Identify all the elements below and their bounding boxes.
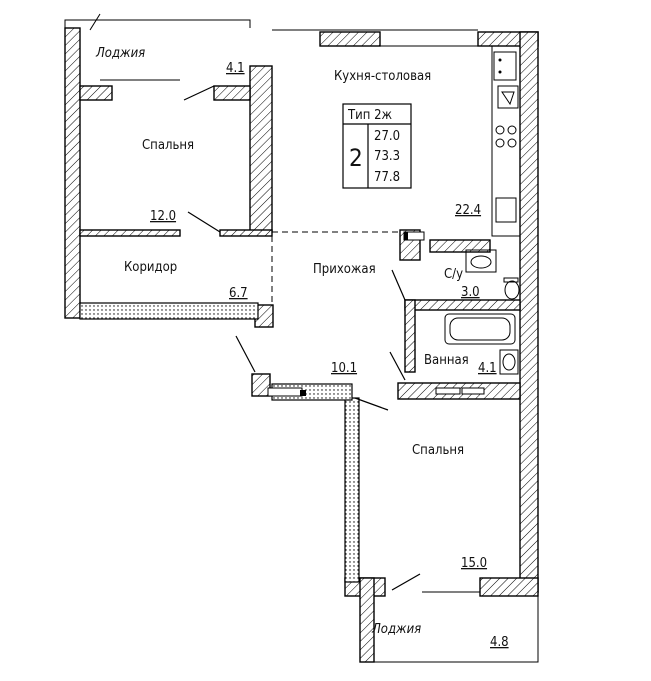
hallway-area: 10.1 — [331, 361, 357, 376]
corridor-label: Коридор — [124, 260, 177, 275]
bathroom-area: 4.1 — [478, 361, 497, 376]
zone-boundaries — [271, 231, 400, 305]
bedroom-1-area: 12.0 — [150, 209, 176, 224]
loggia-bottom-area: 4.8 — [490, 635, 509, 650]
loggia-bottom-label: Лоджия — [371, 622, 421, 637]
vent-blocks — [267, 231, 485, 397]
loggia-top-area: 4.1 — [226, 61, 245, 76]
bedroom-1-label: Спальня — [142, 138, 194, 153]
apartment-type-block: Тип 2ж 2 27.0 73.3 77.8 — [342, 103, 412, 189]
wc-label: С/у — [444, 267, 463, 282]
kitchen-fixtures — [491, 45, 521, 237]
bedroom-2-label: Спальня — [412, 443, 464, 458]
wc-fixtures — [465, 249, 520, 300]
bathroom-label: Ванная — [424, 353, 469, 368]
wc-area: 3.0 — [461, 285, 480, 300]
doors — [183, 85, 421, 591]
kitchen-area: 22.4 — [455, 203, 481, 218]
apartment-total-area-with-loggia: 77.8 — [374, 170, 400, 185]
corridor-area: 6.7 — [229, 286, 248, 301]
walls-thin — [64, 13, 539, 663]
walls-insulated — [79, 302, 360, 583]
apartment-type-title: Тип 2ж — [347, 108, 393, 123]
room-labels: Лоджия 4.1 Спальня 12.0 Коридор 6.7 Кухн… — [95, 46, 509, 650]
bedroom-2-area: 15.0 — [461, 556, 487, 571]
kitchen-label: Кухня-столовая — [334, 69, 431, 84]
hallway-label: Прихожая — [313, 262, 376, 277]
apartment-living-area: 27.0 — [374, 129, 400, 144]
bathroom-fixtures — [444, 313, 519, 375]
apartment-total-area: 73.3 — [374, 149, 400, 164]
loggia-top-label: Лоджия — [95, 46, 145, 61]
apartment-rooms-count: 2 — [349, 144, 363, 172]
